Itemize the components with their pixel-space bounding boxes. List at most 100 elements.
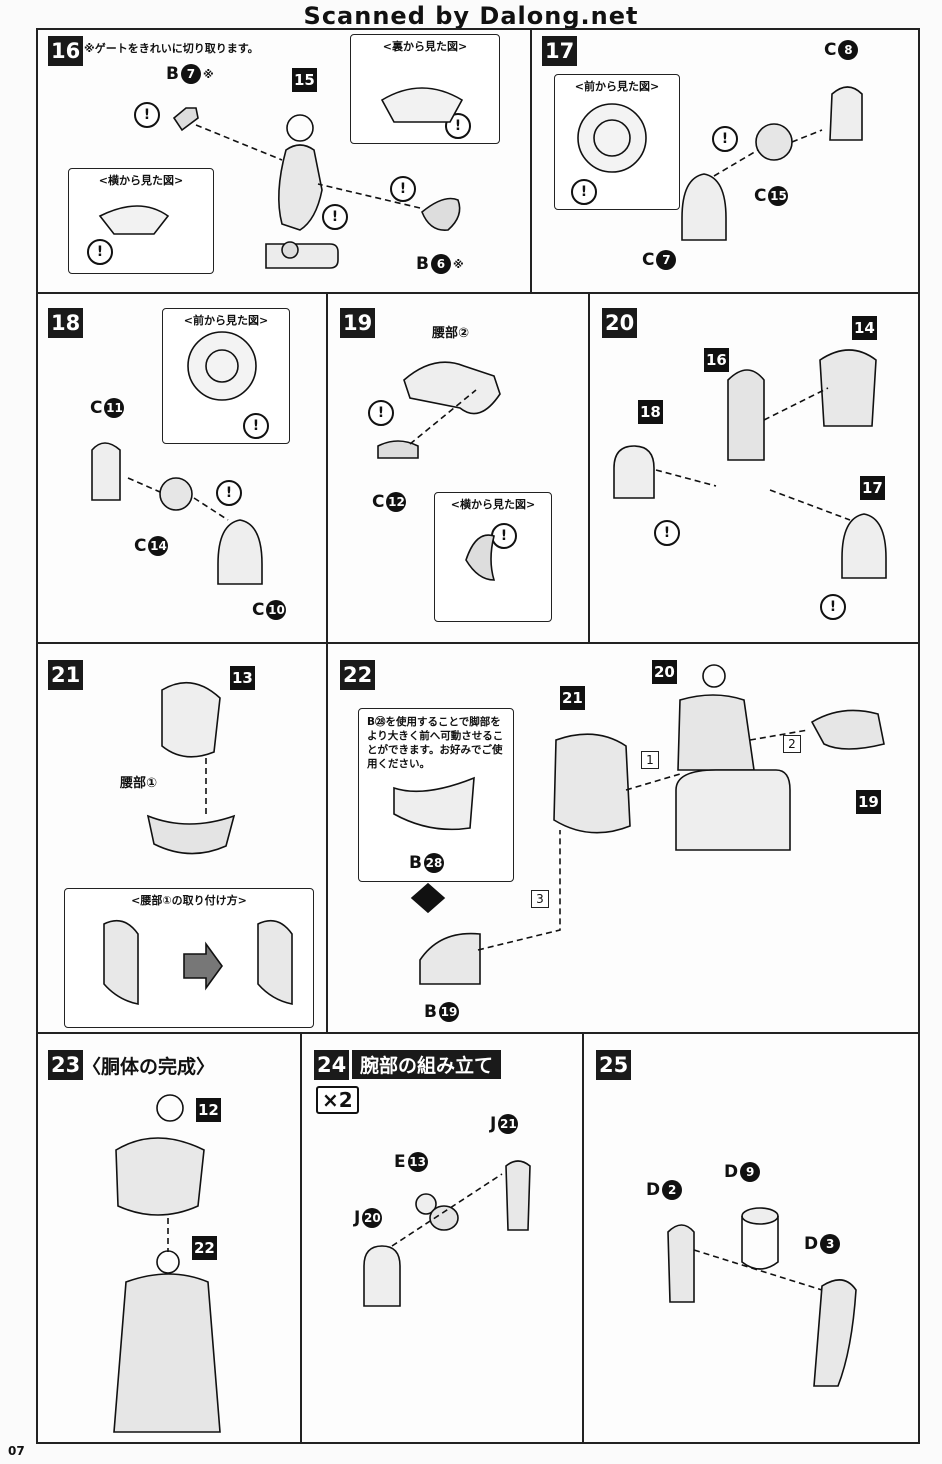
step-number: 20 xyxy=(602,308,638,338)
part-c11-drawing xyxy=(91,442,121,501)
part-label-d2: D 2 xyxy=(646,1180,683,1200)
caution-icon: ! xyxy=(322,204,348,230)
part-waist-2-drawing xyxy=(403,361,501,415)
order-marker-1: 1 xyxy=(641,751,659,769)
part-17-drawing xyxy=(841,513,887,579)
runner-letter: J xyxy=(354,1208,361,1228)
frame-figure-15 xyxy=(265,114,339,269)
arrow-icon xyxy=(183,941,223,991)
part-e13-drawing xyxy=(415,1193,437,1215)
assembly-line xyxy=(791,129,823,143)
caution-icon: ! xyxy=(368,400,394,426)
step-number: 22 xyxy=(340,660,376,690)
part-number: 28 xyxy=(423,853,444,873)
part-number: 8 xyxy=(838,40,859,60)
part-number: 2 xyxy=(662,1180,683,1200)
runner-letter: C xyxy=(754,186,767,206)
part-c14-drawing xyxy=(159,477,193,511)
part-20-drawing xyxy=(677,694,755,771)
runner-letter: B xyxy=(409,853,422,873)
part-c7-drawing xyxy=(681,173,727,241)
step-24-panel: 24 腕部の組み立て ×2 J 21 E 13 J 20 xyxy=(300,1032,584,1444)
assembly-line xyxy=(655,469,717,487)
step-number: 21 xyxy=(48,660,84,690)
part-number: 11 xyxy=(104,398,125,418)
part-number: 7 xyxy=(180,64,201,84)
caution-icon: ! xyxy=(134,102,160,128)
part-j20-drawing xyxy=(363,1245,401,1307)
assembly-line xyxy=(713,149,759,177)
step-title: 〈胴体の完成〉 xyxy=(82,1056,216,1078)
inset-title: <前から見た図> xyxy=(574,80,660,93)
inset-title: <横から見た図> xyxy=(98,174,184,187)
gate-note: ※ゲートをきれいに切り取ります。 xyxy=(84,42,259,55)
repeat-count: ×2 xyxy=(316,1086,359,1114)
part-number: 15 xyxy=(768,186,789,206)
caution-icon: ! xyxy=(571,179,597,205)
front-view-drawing xyxy=(187,331,257,401)
part-label-e13: E 13 xyxy=(394,1152,428,1172)
step-19-panel: 19 腰部② ! C 12 <横から見た図> ! xyxy=(326,292,590,644)
runner-letter: D xyxy=(804,1234,819,1254)
part-name-waist-2: 腰部② xyxy=(432,326,470,341)
attach-step-after xyxy=(257,919,293,1005)
front-view-drawing xyxy=(577,103,647,173)
part-label-c11: C 11 xyxy=(90,398,125,418)
part-label-j21: J 21 xyxy=(490,1114,519,1134)
runner-letter: C xyxy=(372,492,385,512)
runner-letter: C xyxy=(134,536,147,556)
page-number: 07 xyxy=(8,1444,25,1458)
part-21-drawing xyxy=(553,733,631,834)
part-label-d9: D 9 xyxy=(724,1162,761,1182)
subassembly-tag: 15 xyxy=(292,68,317,92)
subassembly-tag: 20 xyxy=(652,660,677,684)
part-b28-drawing xyxy=(393,776,475,831)
subassembly-tag: 13 xyxy=(230,666,255,690)
scan-watermark: Scanned by Dalong.net xyxy=(303,2,639,30)
part-label-d3: D 3 xyxy=(804,1234,841,1254)
part-16-drawing xyxy=(727,369,765,461)
step-number: 25 xyxy=(596,1050,632,1080)
attach-step-before xyxy=(103,919,139,1005)
part-label-b6: B 6 ※ xyxy=(416,254,464,274)
side-view-drawing xyxy=(98,205,170,235)
subassembly-tag: 22 xyxy=(192,1236,217,1260)
runner-letter: B xyxy=(424,1002,437,1022)
assembly-line xyxy=(409,389,477,445)
side-view-inset: <横から見た図> ! xyxy=(68,168,214,274)
caution-icon: ! xyxy=(390,176,416,202)
back-view-inset: <裏から見た図> ! xyxy=(350,34,500,144)
caution-icon: ! xyxy=(491,523,517,549)
inset-title: <横から見た図> xyxy=(450,498,536,511)
step-number: 19 xyxy=(340,308,376,338)
part-number: 14 xyxy=(148,536,169,556)
part-number: 3 xyxy=(820,1234,841,1254)
part-14-drawing xyxy=(819,349,877,427)
runner-letter: C xyxy=(642,250,655,270)
part-label-c12: C 12 xyxy=(372,492,407,512)
caution-icon: ! xyxy=(654,520,680,546)
step-25-panel: 25 D 9 D 2 D 3 xyxy=(582,1032,920,1444)
part-label-b28: B 28 xyxy=(409,853,444,873)
part-label-j20: J 20 xyxy=(354,1208,383,1228)
subassembly-tag: 17 xyxy=(860,476,885,500)
swap-icon xyxy=(410,882,446,914)
side-view-drawing xyxy=(465,534,496,581)
step-number: 17 xyxy=(542,36,578,66)
inset-title: <前から見た図> xyxy=(183,314,269,327)
torso-head-drawing xyxy=(156,1094,184,1122)
part-number: 10 xyxy=(266,600,287,620)
part-18-drawing xyxy=(613,445,655,499)
part-b19-drawing xyxy=(419,932,481,985)
subassembly-tag: 19 xyxy=(856,790,881,814)
part-d3-drawing xyxy=(813,1279,857,1387)
part-label-c15: C 15 xyxy=(754,186,789,206)
assembly-line xyxy=(195,124,283,161)
part-d2-drawing xyxy=(667,1224,695,1303)
part-label-c7: C 7 xyxy=(642,250,677,270)
part-b6-drawing xyxy=(421,197,461,231)
runner-letter: E xyxy=(394,1152,406,1172)
part-number: 20 xyxy=(362,1208,383,1228)
part-number: 21 xyxy=(498,1114,519,1134)
